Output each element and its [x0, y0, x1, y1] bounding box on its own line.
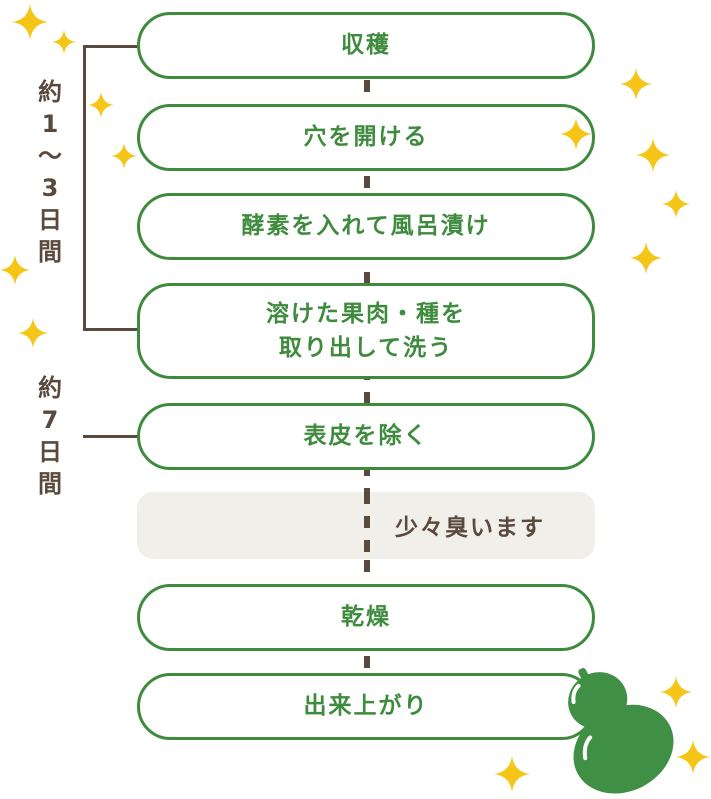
sparkle-icon	[660, 676, 692, 708]
step-label: 酵素を入れて風呂漬け	[241, 213, 491, 240]
gourd-icon	[568, 667, 674, 794]
sparkle-icon	[18, 318, 48, 348]
step-finished: 出来上がり	[137, 673, 595, 740]
bracket-bottom-arm	[83, 328, 139, 331]
sparkle-icon	[620, 68, 652, 100]
note-connector-line	[364, 492, 370, 560]
step-harvest: 収穫	[137, 12, 595, 79]
sparkle-icon	[111, 143, 137, 169]
smell-note-label: 少々臭います	[395, 515, 545, 541]
duration-label-1-3-days: 約 1 〜 3 日 間	[38, 78, 62, 266]
bracket-top-arm	[83, 45, 139, 48]
step-make-holes: 穴を開ける	[137, 104, 595, 171]
sparkle-icon	[662, 190, 690, 218]
step-label-line-2: 取り出して洗う	[278, 335, 454, 361]
process-connector-line	[364, 80, 370, 680]
bracket-vertical-1-3-days	[83, 45, 86, 331]
sparkle-icon	[494, 756, 530, 792]
step-label: 出来上がり	[303, 693, 429, 720]
sparkle-icon	[0, 255, 30, 285]
step-remove-skin: 表皮を除く	[137, 403, 595, 470]
sparkle-icon	[52, 30, 76, 54]
step-label: 表皮を除く	[303, 423, 429, 450]
duration-label-7-days: 約 7 日 間	[38, 374, 62, 498]
sparkle-icon	[636, 138, 670, 172]
step-label: 収穫	[341, 32, 391, 59]
step-dry: 乾燥	[137, 584, 595, 651]
step-label: 乾燥	[341, 604, 391, 631]
step-enzyme-bath: 酵素を入れて風呂漬け	[137, 193, 595, 260]
step-label-line-1: 溶けた果肉・種を	[266, 300, 466, 327]
sparkle-icon	[630, 242, 662, 274]
sparkle-icon	[12, 4, 48, 40]
sparkle-icon	[676, 740, 710, 774]
sparkle-icon	[88, 92, 114, 118]
sparkle-icon	[560, 118, 592, 150]
step-label: 穴を開ける	[303, 124, 429, 151]
step-remove-flesh: 溶けた果肉・種を 取り出して洗う	[137, 283, 595, 379]
bracket-7-days-arm	[83, 435, 139, 438]
